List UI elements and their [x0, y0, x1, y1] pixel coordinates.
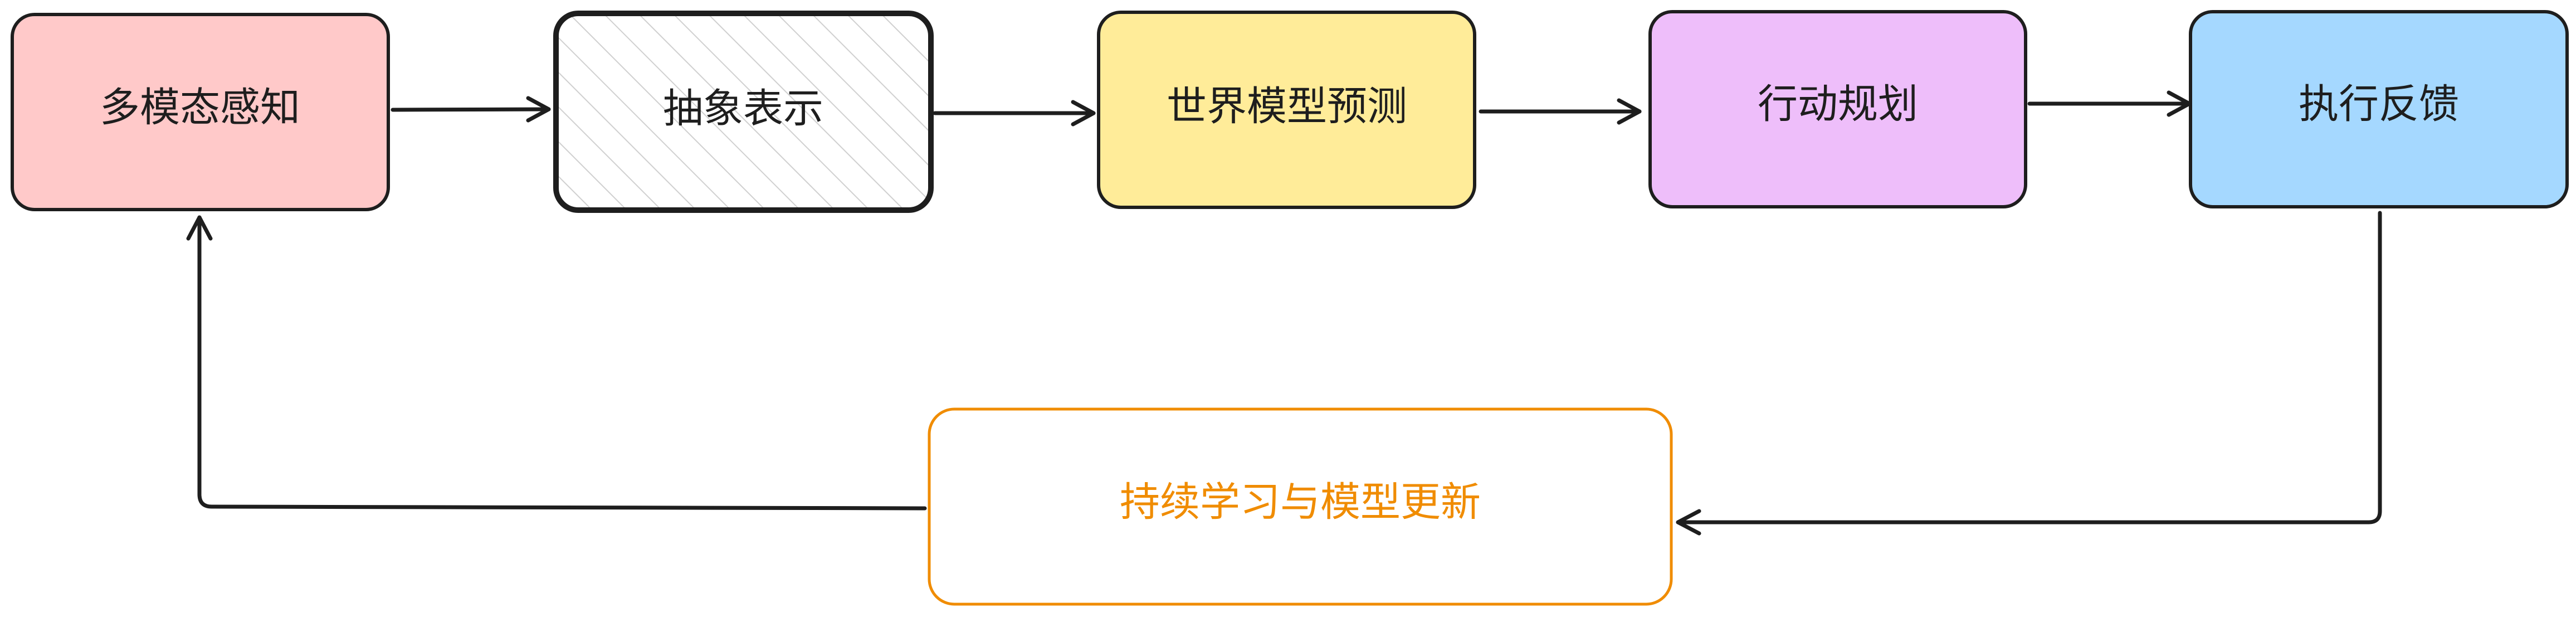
node-world-model: 世界模型预测: [1097, 11, 1476, 209]
node-label-feedback: 执行反馈: [2299, 81, 2459, 128]
edge-abstraction-to-world-model: [933, 100, 1096, 127]
node-label-learning: 持续学习与模型更新: [1120, 479, 1481, 526]
node-label-abstraction: 抽象表示: [663, 85, 823, 132]
edge-planning-to-feedback: [2027, 90, 2192, 117]
node-perception: 多模态感知: [11, 13, 390, 211]
node-learning: 持续学习与模型更新: [928, 407, 1673, 606]
edge-learning-to-perception: [186, 215, 927, 511]
node-feedback: 执行反馈: [2189, 10, 2569, 208]
edge-perception-to-abstraction: [391, 96, 551, 123]
edges: [186, 90, 2382, 536]
node-label-perception: 多模态感知: [100, 84, 300, 131]
node-planning: 行动规划: [1648, 10, 2027, 208]
node-label-world-model: 世界模型预测: [1167, 83, 1407, 130]
edge-world-model-to-planning: [1479, 98, 1642, 125]
node-abstraction: 抽象表示: [553, 11, 934, 213]
edge-feedback-to-learning: [1676, 211, 2382, 536]
node-label-planning: 行动规划: [1758, 81, 1918, 128]
